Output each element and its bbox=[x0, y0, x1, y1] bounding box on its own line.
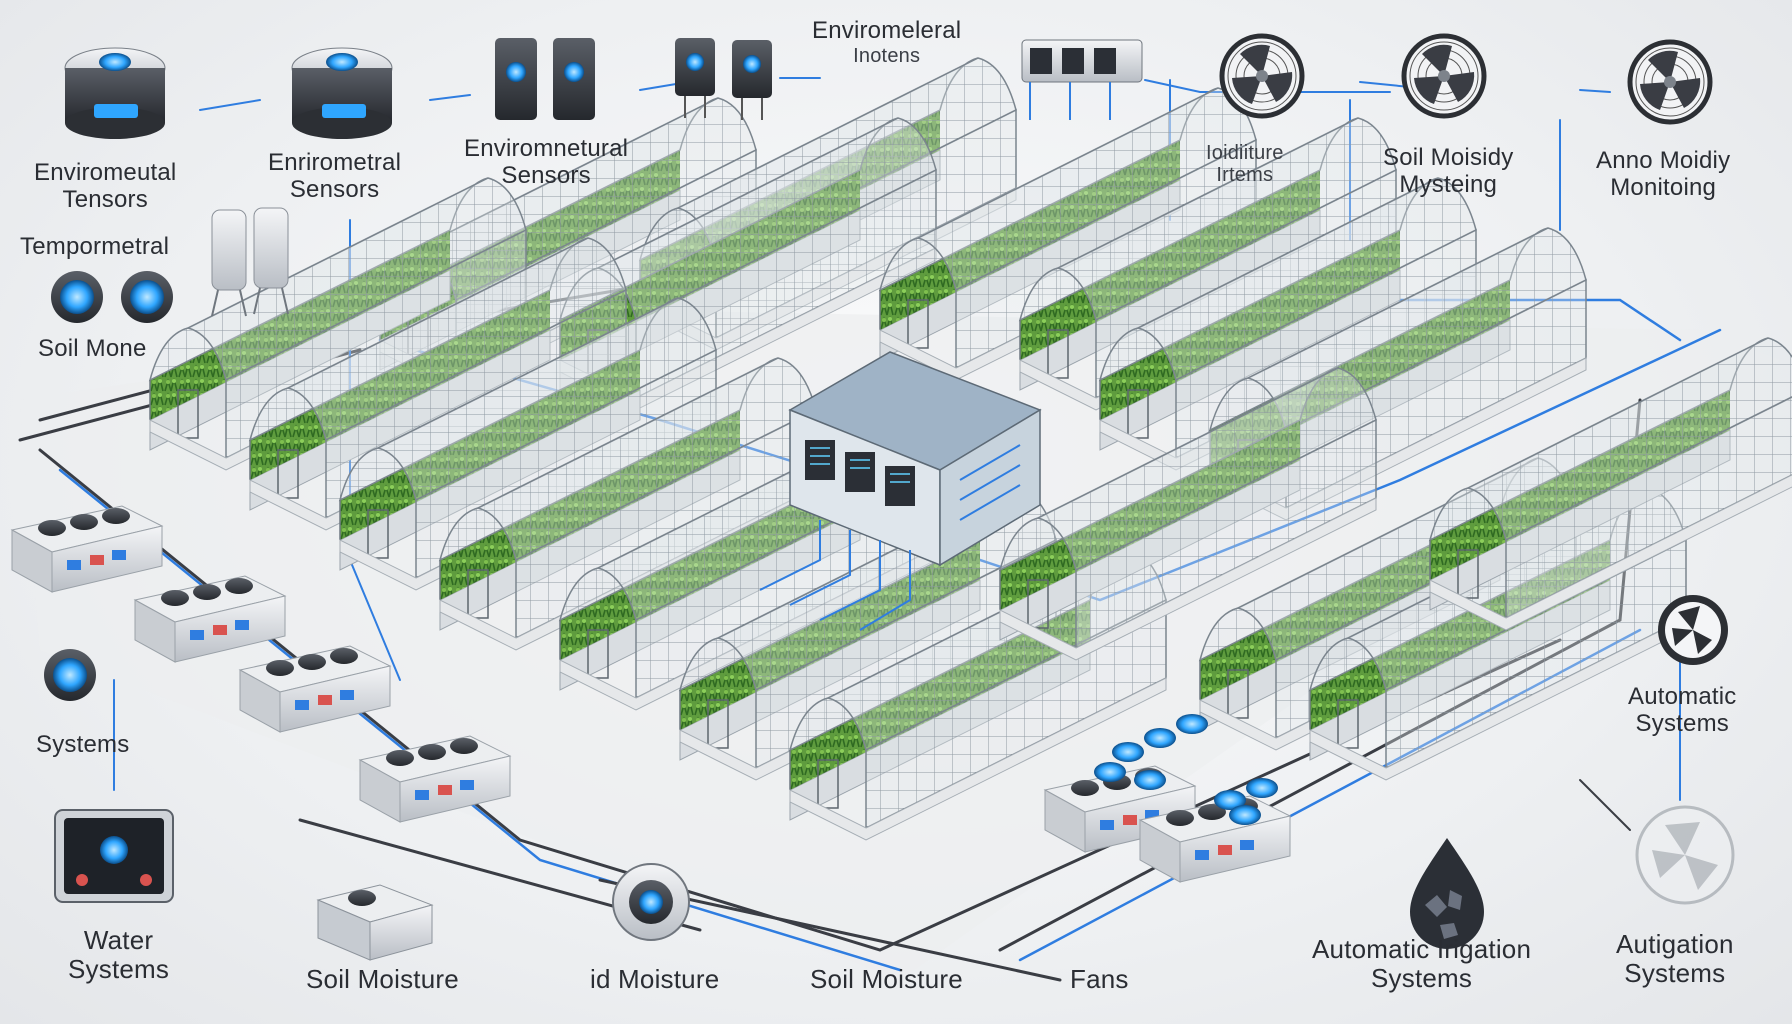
label-line: Enviromnetural bbox=[464, 135, 629, 162]
label-line: Water bbox=[83, 925, 154, 955]
gauge-icon bbox=[51, 271, 103, 323]
label-soil-moisture-2: Soil Moisture bbox=[810, 964, 963, 994]
left-sensor-group bbox=[44, 207, 289, 701]
label-line: Sensors bbox=[289, 175, 380, 203]
sensor-dome-icon bbox=[64, 47, 166, 139]
label-id-moisture: id Moisture bbox=[590, 964, 720, 994]
gauge-icon bbox=[44, 649, 96, 701]
label-line: Tensors bbox=[62, 185, 148, 213]
label-automatic-systems: Automatic Systems bbox=[1628, 683, 1737, 738]
label-anno-monitoring: Anno Moidiy Monitoing bbox=[1596, 147, 1731, 202]
label-soil-moisidy: Soil Moisidy Mysteing bbox=[1383, 144, 1514, 199]
control-building bbox=[759, 351, 1042, 631]
label-soil-moisture-1: Soil Moisture bbox=[306, 964, 459, 994]
sensor-dome-icon bbox=[291, 47, 393, 139]
meter-panel-icon bbox=[1021, 39, 1143, 120]
fan-icon bbox=[1635, 805, 1735, 905]
sensor-box-icon bbox=[495, 38, 595, 120]
label-line: Automatic Irigation bbox=[1312, 934, 1532, 964]
label-line: Irtems bbox=[1216, 164, 1274, 187]
label-top-env: Enviromeleral Inotens bbox=[812, 17, 962, 67]
label-line: Enviromeleral bbox=[812, 17, 962, 44]
label-line: Mysteing bbox=[1399, 170, 1498, 198]
label-auto-irrigation: Automatic Irigation Systems bbox=[1312, 934, 1532, 994]
label-systems-left: Systems bbox=[36, 731, 130, 758]
label-line: Systems bbox=[1371, 963, 1473, 994]
label-autigation: Autigation Systems bbox=[1616, 929, 1734, 989]
label-line: Ioidiiture bbox=[1206, 142, 1284, 164]
label-enri-sensors: Enrirometral Sensors bbox=[268, 149, 402, 204]
top-fan-row bbox=[1222, 36, 1710, 122]
water-drop-icon bbox=[1410, 838, 1484, 949]
label-envir-sensors: Enviromnetural Sensors bbox=[464, 135, 629, 190]
gauge-icon bbox=[121, 271, 173, 323]
round-fan-icon bbox=[1658, 595, 1728, 665]
label-line: Systems bbox=[68, 954, 170, 985]
soil-sensor-icon bbox=[316, 884, 434, 961]
label-temporal: Tempormetral bbox=[20, 233, 170, 260]
fan-icon bbox=[1630, 42, 1710, 122]
top-sensor-row bbox=[64, 38, 1143, 139]
label-line: Inotens bbox=[853, 44, 921, 67]
fan-icon bbox=[1404, 36, 1484, 116]
bottom-device-row bbox=[54, 595, 1735, 961]
label-env-tensors: Enviromeutal Tensors bbox=[34, 159, 177, 214]
label-line: Monitoing bbox=[1610, 173, 1717, 201]
label-line: Enviromeutal bbox=[34, 159, 177, 186]
label-line: Systems bbox=[1635, 709, 1729, 737]
fan-icon bbox=[1222, 36, 1302, 116]
irrigation-nozzles bbox=[1094, 714, 1278, 825]
label-moisture-systems: Ioidiiture Irtems bbox=[1206, 142, 1284, 187]
tablet-icon bbox=[54, 809, 174, 903]
label-fans: Fans bbox=[1070, 964, 1129, 994]
label-water-systems: Water Systems bbox=[68, 925, 170, 985]
tank-icon bbox=[211, 207, 289, 317]
label-soil-mone: Soil Mone bbox=[38, 335, 147, 362]
label-line: Enrirometral bbox=[268, 149, 402, 176]
label-line: Systems bbox=[1624, 958, 1726, 989]
label-line: Anno Moidiy bbox=[1596, 147, 1731, 174]
label-line: Sensors bbox=[501, 161, 591, 189]
sensor-box-icon bbox=[675, 38, 772, 120]
label-line: Automatic bbox=[1628, 683, 1737, 710]
label-line: Soil Moisidy bbox=[1383, 144, 1514, 171]
label-line: Autigation bbox=[1616, 929, 1734, 959]
moisture-sensor-icon bbox=[612, 863, 690, 941]
